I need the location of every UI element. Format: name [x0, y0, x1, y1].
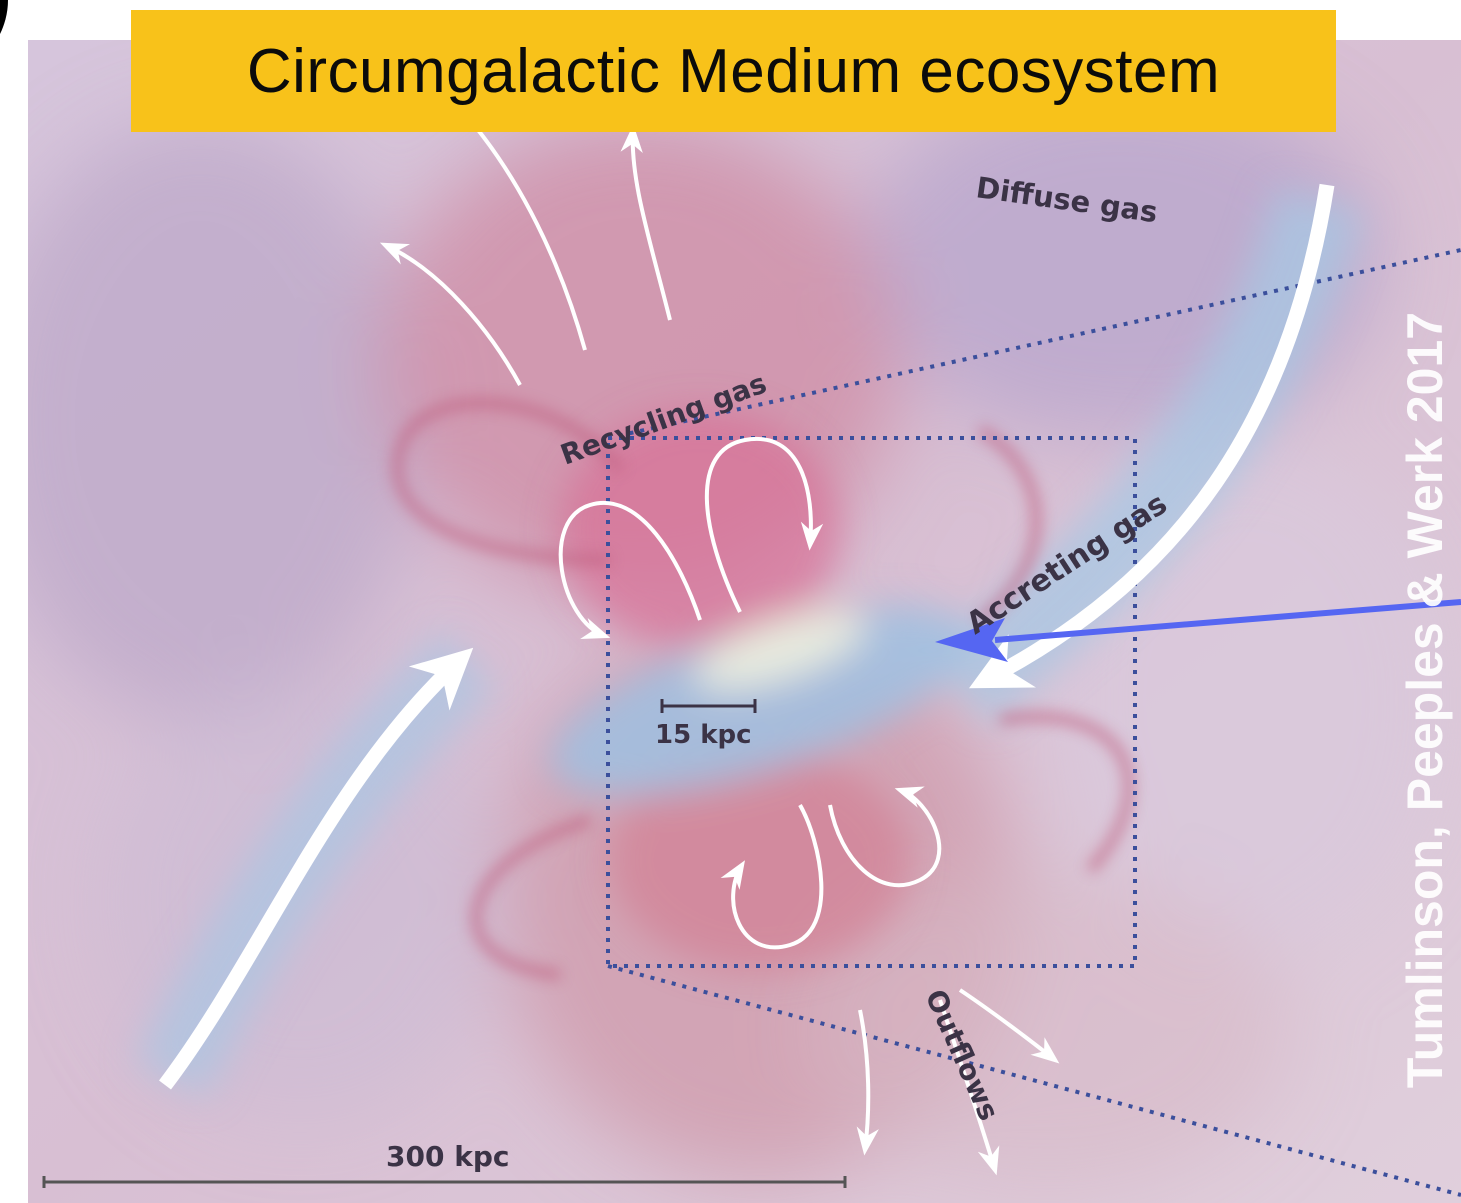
- scale-label-outer: 300 kpc: [386, 1140, 509, 1173]
- title: Circumgalactic Medium ecosystem: [247, 36, 1220, 107]
- corner-fragment: [0, 0, 8, 34]
- title-banner: Circumgalactic Medium ecosystem: [131, 10, 1336, 132]
- credit-text: Tumlinson, Peeples & Werk 2017: [1396, 312, 1454, 1088]
- scale-label-inner: 15 kpc: [655, 720, 752, 750]
